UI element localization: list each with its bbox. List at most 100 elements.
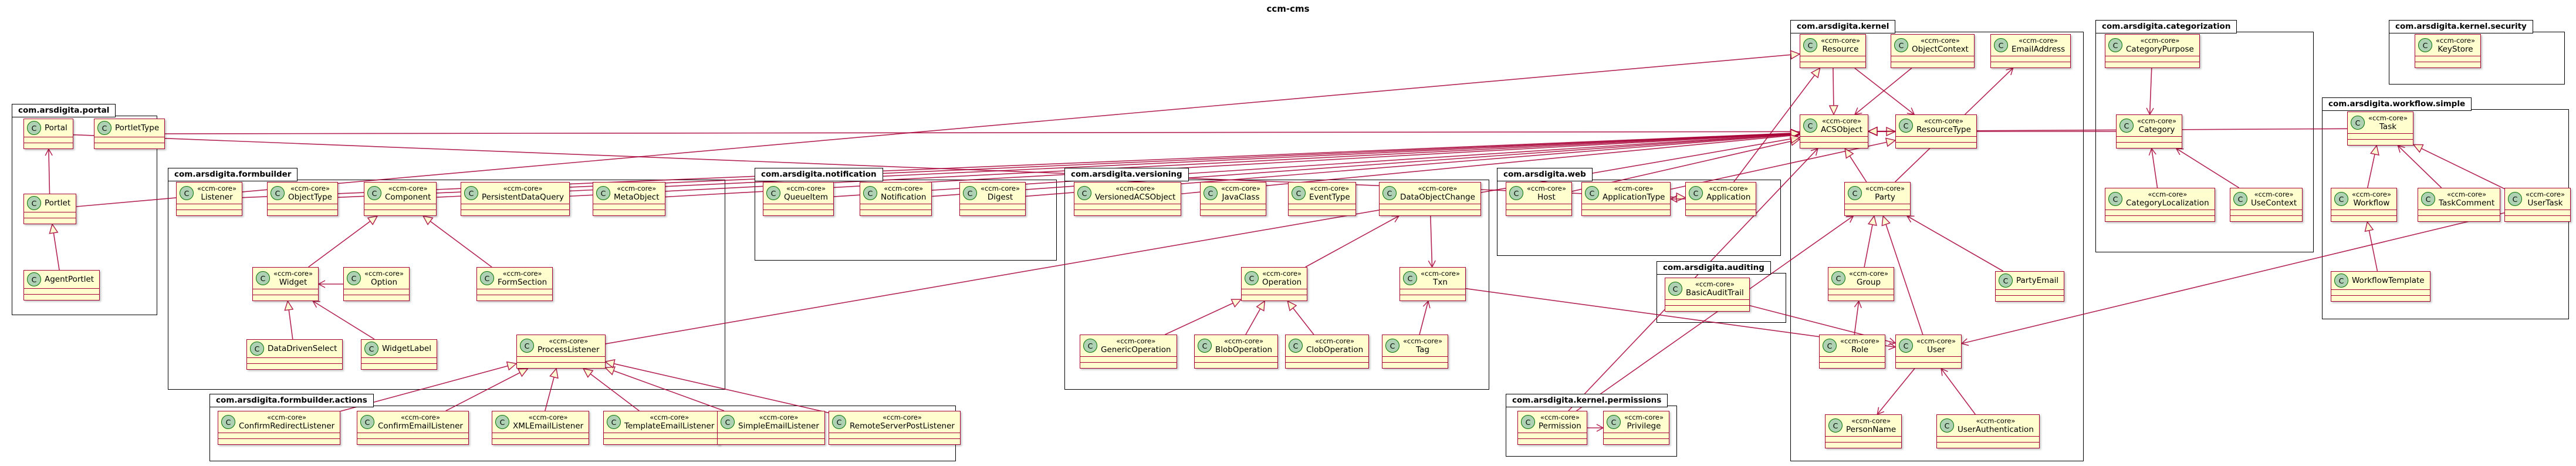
class-name: UserAuthentication	[1958, 425, 2034, 434]
class-stereotype: «ccm-core»	[2436, 36, 2475, 45]
class-icon: C	[1585, 186, 1599, 200]
class-ACSObject: C«ccm-core»ACSObject	[1800, 114, 1868, 148]
class-stereotype: «ccm-core»	[401, 413, 440, 421]
class-name: MetaObject	[614, 193, 660, 202]
class-stereotype: «ccm-core»	[1916, 337, 1956, 345]
class-stereotype: «ccm-core»	[981, 184, 1020, 193]
class-methods-compartment	[1845, 210, 1910, 215]
class-name: CategoryLocalization	[2126, 198, 2209, 208]
class-name: Component	[385, 193, 431, 202]
class-stereotype: «ccm-core»	[1115, 184, 1155, 193]
class-stereotype: «ccm-core»	[1849, 269, 1888, 278]
class-name: XMLEmailListener	[513, 421, 584, 431]
class-Group: C«ccm-core»Group	[1828, 267, 1894, 301]
class-DataObjectChange: C«ccm-core»DataObjectChange	[1379, 182, 1481, 216]
package-label: com.arsdigita.formbuilder.actions	[209, 394, 374, 407]
class-name: Option	[370, 278, 398, 287]
class-icon: C	[1382, 186, 1397, 200]
class-ProcessListener: C«ccm-core»ProcessListener	[516, 335, 606, 369]
class-fields-compartment	[1195, 356, 1278, 362]
package-label: com.arsdigita.workflow.simple	[2322, 97, 2472, 111]
class-methods-compartment	[829, 438, 960, 444]
package-label: com.arsdigita.kernel.security	[2389, 20, 2533, 33]
class-name: PortletType	[115, 123, 160, 133]
class-name: ConfirmRedirectListener	[239, 421, 335, 431]
class-icon: C	[607, 415, 621, 429]
class-fields-compartment	[461, 204, 570, 210]
class-icon: C	[2334, 273, 2348, 288]
class-methods-compartment	[24, 294, 100, 300]
class-icon: C	[367, 186, 381, 200]
class-Host: C«ccm-core»Host	[1506, 182, 1572, 216]
class-fields-compartment	[593, 204, 665, 210]
class-fields-compartment	[2505, 210, 2570, 215]
class-icon: C	[221, 415, 235, 429]
class-icon: C	[256, 271, 270, 285]
class-methods-compartment	[2105, 215, 2215, 221]
class-fields-compartment	[1400, 289, 1465, 295]
package-label: com.arsdigita.auditing	[1657, 261, 1771, 275]
class-fields-compartment	[1242, 289, 1307, 295]
class-methods-compartment	[517, 362, 605, 368]
class-icon: C	[1994, 38, 2008, 52]
class-Task: C«ccm-core»Task	[2347, 112, 2413, 146]
edge-PortletType-to-ResourceType	[165, 131, 1895, 134]
class-name: ConfirmEmailListener	[378, 421, 463, 431]
class-icon: C	[1083, 339, 1097, 353]
class-fields-compartment	[2331, 210, 2396, 215]
class-fields-compartment	[364, 204, 437, 210]
class-name: BlobOperation	[1215, 345, 1273, 354]
class-methods-compartment	[763, 210, 834, 215]
class-methods-compartment	[1380, 210, 1480, 215]
class-name: UseContext	[2251, 198, 2297, 208]
class-icon: C	[1999, 273, 2013, 288]
class-icon: C	[1198, 339, 1212, 353]
class-methods-compartment	[218, 438, 340, 444]
class-name: ClobOperation	[1306, 345, 1364, 354]
package-kernel: com.arsdigita.kernel	[1790, 20, 2084, 461]
class-methods-compartment	[1242, 295, 1307, 300]
class-EventType: C«ccm-core»EventType	[1288, 182, 1356, 216]
class-icon: C	[27, 121, 41, 135]
class-methods-compartment	[94, 143, 165, 148]
class-Role: C«ccm-core»Role	[1819, 335, 1885, 369]
class-stereotype: «ccm-core»	[364, 269, 404, 278]
class-icon: C	[1385, 339, 1399, 353]
class-methods-compartment	[2348, 139, 2413, 145]
class-fields-compartment	[1665, 299, 1749, 305]
class-icon: C	[2418, 38, 2432, 52]
class-icon: C	[480, 271, 494, 285]
class-name: Widget	[279, 278, 307, 287]
class-fields-compartment	[1289, 204, 1355, 210]
class-icon: C	[347, 271, 361, 285]
class-stereotype: «ccm-core»	[503, 184, 543, 193]
class-icon: C	[1403, 271, 1417, 285]
class-name: DataDrivenSelect	[268, 344, 337, 353]
class-stereotype: «ccm-core»	[1116, 337, 1156, 345]
class-fields-compartment	[1380, 204, 1480, 210]
class-Operation: C«ccm-core»Operation	[1241, 267, 1308, 301]
class-icon: C	[495, 415, 509, 429]
class-name: Portal	[45, 123, 67, 133]
class-icon: C	[596, 186, 610, 200]
class-fields-compartment	[763, 204, 834, 210]
class-BasicAuditTrail: C«ccm-core»BasicAuditTrail	[1665, 278, 1750, 312]
class-icon: C	[1899, 119, 1913, 133]
package-label: com.arsdigita.web	[1497, 168, 1593, 181]
class-methods-compartment	[2331, 295, 2430, 301]
class-name: Group	[1856, 278, 1881, 287]
class-icon: C	[1509, 186, 1523, 200]
class-fields-compartment	[829, 433, 960, 438]
class-fields-compartment	[2105, 56, 2199, 62]
package-label: com.arsdigita.portal	[12, 104, 116, 117]
class-stereotype: «ccm-core»	[882, 413, 922, 421]
class-fields-compartment	[1201, 204, 1266, 210]
class-methods-compartment	[24, 218, 76, 224]
class-fields-compartment	[2105, 210, 2215, 215]
class-fields-compartment	[1996, 289, 2064, 295]
class-methods-compartment	[1896, 362, 1961, 368]
class-methods-compartment	[1800, 62, 1865, 67]
class-name: Host	[1537, 193, 1556, 202]
